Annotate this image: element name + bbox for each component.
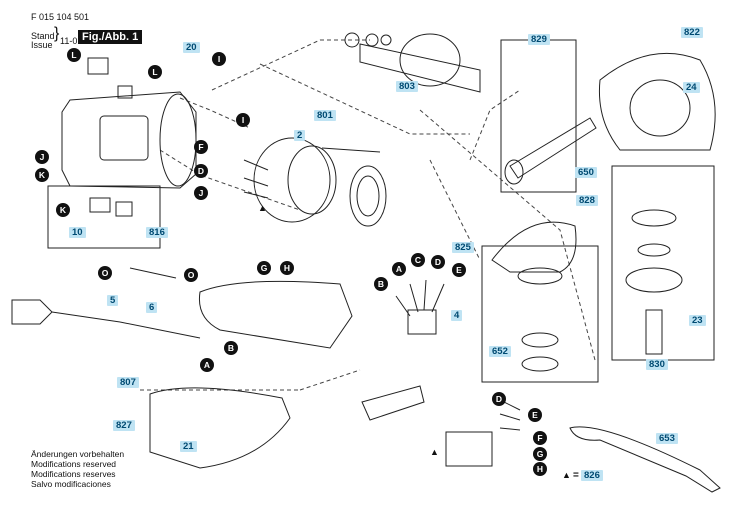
callout-j-left: J — [35, 150, 49, 164]
part-tag-650: 650 — [575, 167, 597, 178]
part-tag-23: 23 — [689, 315, 706, 326]
callout-i-stator: I — [236, 113, 250, 127]
part-tag-828: 828 — [576, 195, 598, 206]
group-box-822 — [611, 165, 715, 361]
callout-k-left: K — [35, 168, 49, 182]
callout-h: H — [280, 261, 294, 275]
part-tag-21: 21 — [180, 441, 197, 452]
part-tag-10: 10 — [69, 227, 86, 238]
mod-de: Änderungen vorbehalten — [31, 449, 125, 459]
part-tag-2: 2 — [294, 130, 306, 141]
mod-fr: Modifications reserves — [31, 469, 116, 479]
part-tag-652: 652 — [489, 346, 511, 357]
legend-equals: = — [573, 470, 579, 481]
callout-d: D — [194, 164, 208, 178]
stand-label: Stand — [31, 31, 55, 41]
callout-f: F — [194, 140, 208, 154]
callout-a: A — [392, 262, 406, 276]
callout-g2: G — [533, 447, 547, 461]
callout-c: C — [411, 253, 425, 267]
mod-es: Salvo modificaciones — [31, 479, 111, 489]
legend-part-826: 826 — [581, 470, 603, 481]
callout-h2: H — [533, 462, 547, 476]
modifications-note: Änderungen vorbehalten Modifications res… — [31, 449, 124, 489]
callout-f2: F — [533, 431, 547, 445]
part-tag-801: 801 — [314, 110, 336, 121]
callout-e2: E — [528, 408, 542, 422]
part-tag-4: 4 — [451, 310, 463, 321]
part-tag-5: 5 — [107, 295, 119, 306]
callout-b: B — [374, 277, 388, 291]
part-tag-829: 829 — [528, 34, 550, 45]
part-tag-803: 803 — [396, 81, 418, 92]
legend-triangle: ▲ — [562, 470, 571, 480]
callout-k-box: K — [56, 203, 70, 217]
part-tag-816: 816 — [146, 227, 168, 238]
part-tag-20: 20 — [183, 42, 200, 53]
callout-i-top: I — [212, 52, 226, 66]
callout-a2: A — [200, 358, 214, 372]
part-tag-827: 827 — [113, 420, 135, 431]
doc-number: F 015 104 501 — [31, 12, 90, 22]
group-box-816 — [47, 185, 161, 249]
issue-date: 11-01-12 — [60, 36, 95, 47]
triangle-marker-top: ▲ — [258, 203, 267, 213]
callout-j-right: J — [194, 186, 208, 200]
callout-l-top: L — [67, 48, 81, 62]
part-tag-822: 822 — [681, 27, 703, 38]
part-tag-830: 830 — [646, 359, 668, 370]
triangle-marker-left: ▲ — [430, 447, 439, 457]
group-box-825 — [481, 245, 599, 383]
brace: } — [54, 25, 60, 42]
part-tag-653: 653 — [656, 433, 678, 444]
callout-l-mid: L — [148, 65, 162, 79]
part-tag-24: 24 — [683, 82, 700, 93]
part-tag-6: 6 — [146, 302, 158, 313]
callout-o-left: O — [98, 266, 112, 280]
callout-g: G — [257, 261, 271, 275]
part-tag-825: 825 — [452, 242, 474, 253]
callout-d3: D — [492, 392, 506, 406]
callout-e: E — [452, 263, 466, 277]
mod-en: Modifications reserved — [31, 459, 117, 469]
callout-b2: B — [224, 341, 238, 355]
issue-label: Issue — [31, 40, 53, 50]
part-tag-807: 807 — [117, 377, 139, 388]
figure-title: Fig./Abb. 1 — [78, 30, 143, 44]
callout-o-right: O — [184, 268, 198, 282]
callout-d2: D — [431, 255, 445, 269]
